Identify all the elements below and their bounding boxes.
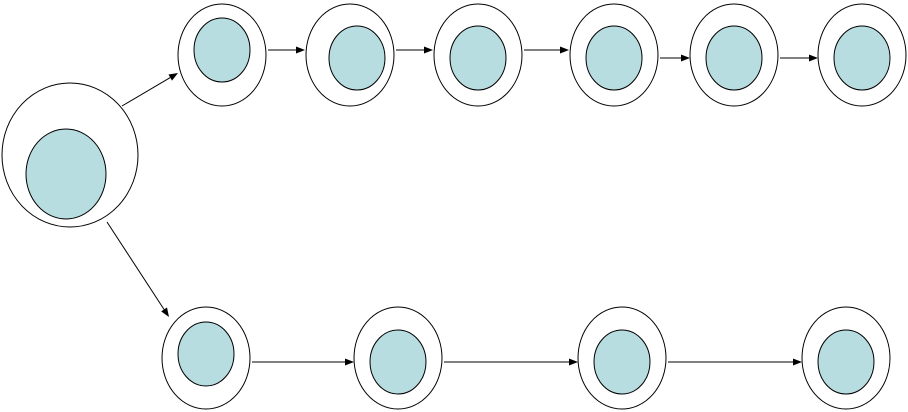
node-top-3 — [433, 3, 523, 107]
node-top-1 — [177, 3, 267, 107]
node-top-2 — [305, 3, 395, 107]
node-bottom-4-inner-core — [817, 329, 875, 395]
edge-top-5-to-top-6 — [780, 54, 818, 62]
edge-top-2-to-top-3 — [396, 46, 433, 54]
edge-line — [121, 77, 171, 107]
node-bottom-3-inner-core — [593, 329, 651, 395]
edge-line — [106, 221, 165, 310]
edge-bottom-1-to-bottom-2 — [252, 358, 354, 366]
arrowhead-icon — [296, 46, 305, 54]
arrowhead-icon — [560, 46, 569, 54]
node-bottom-2-inner-core — [369, 329, 427, 395]
edge-bottom-3-to-bottom-4 — [668, 358, 802, 366]
arrowhead-icon — [424, 46, 433, 54]
edges-layer — [106, 46, 818, 366]
node-top-4 — [569, 3, 659, 107]
node-bottom-4 — [801, 306, 891, 410]
arrowhead-icon — [569, 358, 578, 366]
node-top-4-inner-core — [585, 25, 643, 91]
node-root-inner-core — [25, 128, 107, 220]
arrowhead-icon — [168, 73, 178, 81]
edge-top-1-to-top-2 — [268, 46, 305, 54]
edge-top-4-to-top-5 — [660, 54, 690, 62]
nodes-layer — [1, 3, 907, 410]
edge-top-3-to-top-4 — [524, 46, 569, 54]
arrowhead-icon — [809, 54, 818, 62]
node-top-3-inner-core — [449, 25, 507, 91]
node-top-6-inner-core — [833, 25, 891, 91]
node-top-5 — [689, 3, 779, 107]
node-top-5-inner-core — [705, 25, 763, 91]
arrowhead-icon — [681, 54, 690, 62]
node-top-1-inner-core — [193, 17, 251, 83]
arrowhead-icon — [345, 358, 354, 366]
node-top-2-inner-core — [328, 25, 386, 91]
node-root — [1, 82, 139, 228]
edge-bottom-2-to-bottom-3 — [444, 358, 578, 366]
node-bottom-1 — [161, 306, 251, 410]
edge-root-to-bottom-1 — [106, 221, 169, 317]
arrowhead-icon — [161, 307, 169, 317]
edge-root-to-top-1 — [121, 73, 178, 107]
arrowhead-icon — [793, 358, 802, 366]
node-bottom-1-inner-core — [177, 321, 235, 387]
node-bottom-2 — [353, 306, 443, 410]
node-top-6 — [817, 3, 907, 107]
node-bottom-3 — [577, 306, 667, 410]
